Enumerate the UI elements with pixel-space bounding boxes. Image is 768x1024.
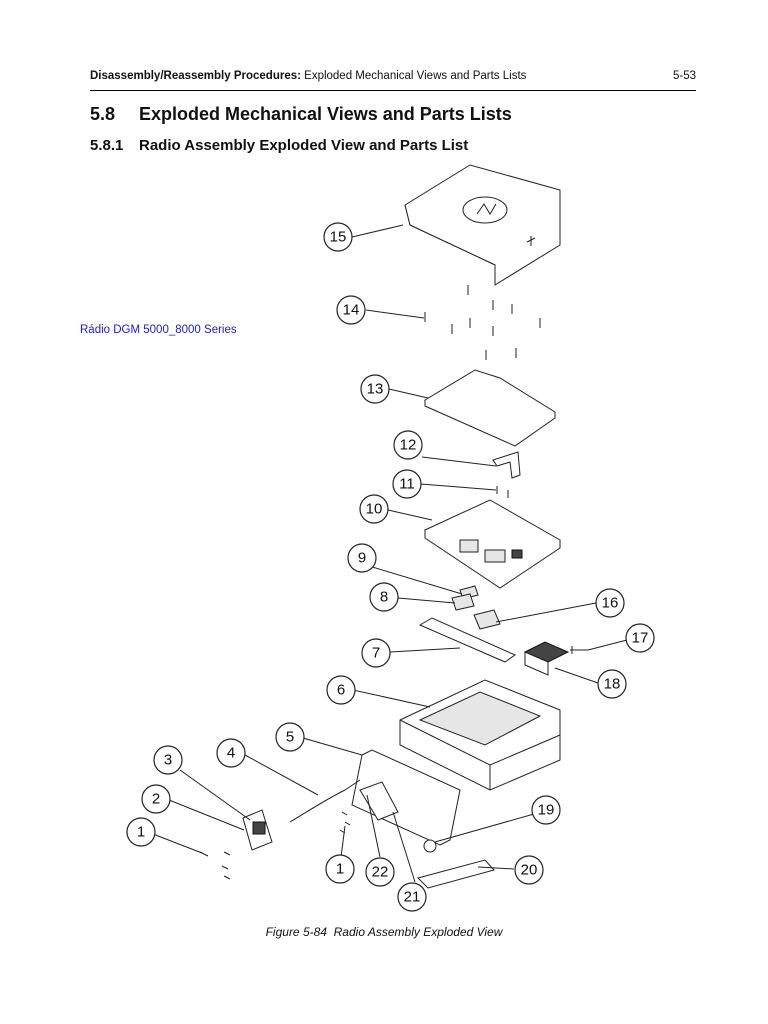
part-connector bbox=[523, 641, 570, 676]
leader-lines bbox=[152, 224, 628, 883]
callout-6: 6 bbox=[326, 675, 356, 705]
header-rule bbox=[90, 90, 696, 91]
section-title: Exploded Mechanical Views and Parts List… bbox=[139, 104, 512, 124]
callout-8: 8 bbox=[369, 582, 399, 612]
callout-3: 3 bbox=[153, 745, 183, 775]
callout-9: 9 bbox=[347, 543, 377, 573]
callout-1-left: 1 bbox=[126, 817, 156, 847]
svg-text:16: 16 bbox=[602, 595, 619, 612]
svg-text:14: 14 bbox=[343, 302, 360, 319]
part-bar bbox=[418, 617, 517, 663]
section-heading: 5.8 Exploded Mechanical Views and Parts L… bbox=[90, 104, 512, 125]
page-number: 5-53 bbox=[672, 70, 696, 82]
svg-text:22: 22 bbox=[372, 864, 389, 881]
subsection-title: Radio Assembly Exploded View and Parts L… bbox=[139, 137, 469, 154]
callouts: 15 14 13 12 11 10 9 8 16 17 7 18 6 5 4 3… bbox=[126, 222, 655, 912]
subsection-heading: 5.8.1 Radio Assembly Exploded View and Pa… bbox=[90, 137, 468, 154]
part-pads bbox=[473, 609, 501, 630]
callout-10: 10 bbox=[359, 494, 389, 524]
running-head-section: Disassembly/Reassembly Procedures: bbox=[90, 70, 301, 82]
svg-text:20: 20 bbox=[521, 862, 538, 879]
svg-text:5: 5 bbox=[286, 729, 294, 746]
part-main-board bbox=[423, 499, 561, 589]
callout-13: 13 bbox=[360, 374, 390, 404]
part-chassis bbox=[399, 679, 561, 791]
svg-text:1: 1 bbox=[336, 861, 344, 878]
callout-14: 14 bbox=[336, 295, 366, 325]
svg-text:15: 15 bbox=[330, 229, 347, 246]
callout-5: 5 bbox=[275, 722, 305, 752]
svg-text:12: 12 bbox=[400, 437, 417, 454]
svg-text:11: 11 bbox=[399, 476, 415, 493]
part-top-cover bbox=[404, 164, 561, 286]
svg-text:9: 9 bbox=[358, 550, 366, 567]
svg-text:13: 13 bbox=[367, 381, 384, 398]
radio-series-link[interactable]: Rádio DGM 5000_8000 Series bbox=[80, 324, 237, 336]
callout-16: 16 bbox=[595, 588, 625, 618]
part-clip bbox=[492, 451, 521, 479]
part-bracket bbox=[242, 809, 273, 851]
svg-text:17: 17 bbox=[632, 630, 649, 647]
callout-20: 20 bbox=[514, 855, 544, 885]
running-head-subsection: Exploded Mechanical Views and Parts List… bbox=[300, 70, 527, 82]
svg-text:2: 2 bbox=[152, 791, 160, 808]
svg-text:19: 19 bbox=[538, 802, 555, 819]
figure-title: Radio Assembly Exploded View bbox=[333, 925, 503, 939]
callout-7: 7 bbox=[361, 638, 391, 668]
svg-text:6: 6 bbox=[337, 682, 345, 699]
part-shield bbox=[423, 369, 556, 447]
svg-text:8: 8 bbox=[380, 589, 388, 606]
exploded-view-figure: 15 14 13 12 11 10 9 8 16 17 7 18 6 5 4 3… bbox=[126, 164, 655, 912]
svg-text:1: 1 bbox=[137, 824, 145, 841]
svg-text:21: 21 bbox=[404, 889, 421, 906]
part-knob bbox=[423, 839, 437, 853]
callout-21: 21 bbox=[397, 882, 427, 912]
callout-17: 17 bbox=[625, 623, 655, 653]
svg-text:18: 18 bbox=[604, 676, 621, 693]
callout-1-center: 1 bbox=[325, 854, 355, 884]
svg-text:3: 3 bbox=[164, 752, 172, 769]
figure-caption: Figure 5-84 Radio Assembly Exploded View bbox=[0, 925, 768, 939]
callout-4: 4 bbox=[216, 738, 246, 768]
svg-text:4: 4 bbox=[227, 745, 235, 762]
callout-19: 19 bbox=[531, 795, 561, 825]
callout-11: 11 bbox=[392, 469, 422, 499]
part-screws-1 bbox=[199, 811, 351, 880]
part-small-board bbox=[359, 781, 399, 821]
part-cable bbox=[289, 779, 361, 823]
callout-18: 18 bbox=[597, 669, 627, 699]
part-gasket bbox=[351, 749, 461, 846]
callout-2: 2 bbox=[141, 784, 171, 814]
section-number: 5.8 bbox=[90, 104, 116, 124]
subsection-number: 5.8.1 bbox=[90, 137, 124, 154]
figure-number: Figure 5-84 bbox=[265, 925, 327, 939]
svg-text:10: 10 bbox=[366, 501, 383, 518]
svg-text:7: 7 bbox=[372, 645, 380, 662]
callout-15: 15 bbox=[323, 222, 353, 252]
callout-22: 22 bbox=[365, 857, 395, 887]
part-thermal-pad-lower bbox=[451, 593, 475, 611]
part-small-screws bbox=[496, 486, 509, 498]
part-label bbox=[417, 859, 495, 889]
part-screw-17 bbox=[570, 646, 588, 654]
running-head-title: Disassembly/Reassembly Procedures: Explo… bbox=[90, 70, 526, 82]
part-screws bbox=[424, 285, 541, 360]
callout-12: 12 bbox=[393, 430, 423, 460]
running-head: Disassembly/Reassembly Procedures: Explo… bbox=[90, 70, 696, 82]
